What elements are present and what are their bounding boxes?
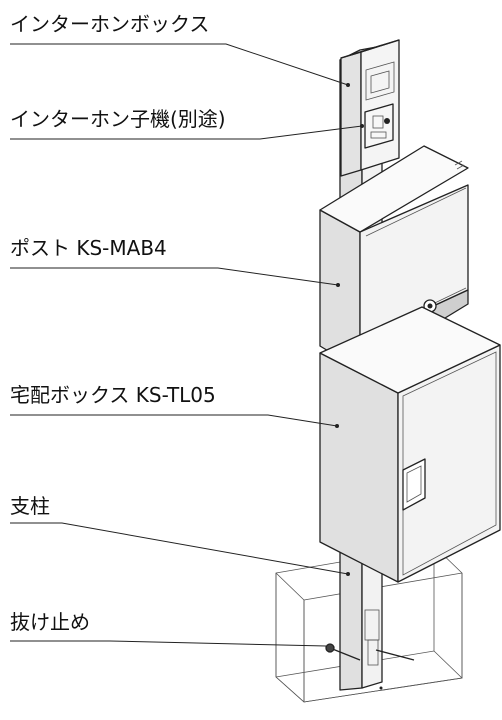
- intercom-subunit: [360, 103, 394, 149]
- label-post: ポスト KS-MAB4: [10, 236, 167, 260]
- leader-intercom-box: [10, 43, 349, 86]
- leader-intercom-subunit: [10, 125, 363, 140]
- leader-lines: [10, 43, 363, 647]
- anchor-rods: [325, 643, 415, 690]
- leader-post: [10, 267, 339, 286]
- foundation-box-front: [275, 573, 463, 703]
- leader-pillar: [10, 522, 349, 575]
- post-box: [319, 145, 469, 371]
- label-intercom-subunit: インターホン子機(別途): [10, 107, 226, 131]
- label-delivery-box: 宅配ボックス KS-TL05: [10, 383, 216, 407]
- leader-anchor: [10, 640, 327, 647]
- label-intercom-box: インターホンボックス: [10, 12, 210, 36]
- label-pillar: 支柱: [10, 494, 50, 518]
- label-anchor: 抜け止め: [10, 610, 90, 634]
- leader-delivery-box: [10, 414, 338, 427]
- delivery-box: [319, 306, 501, 583]
